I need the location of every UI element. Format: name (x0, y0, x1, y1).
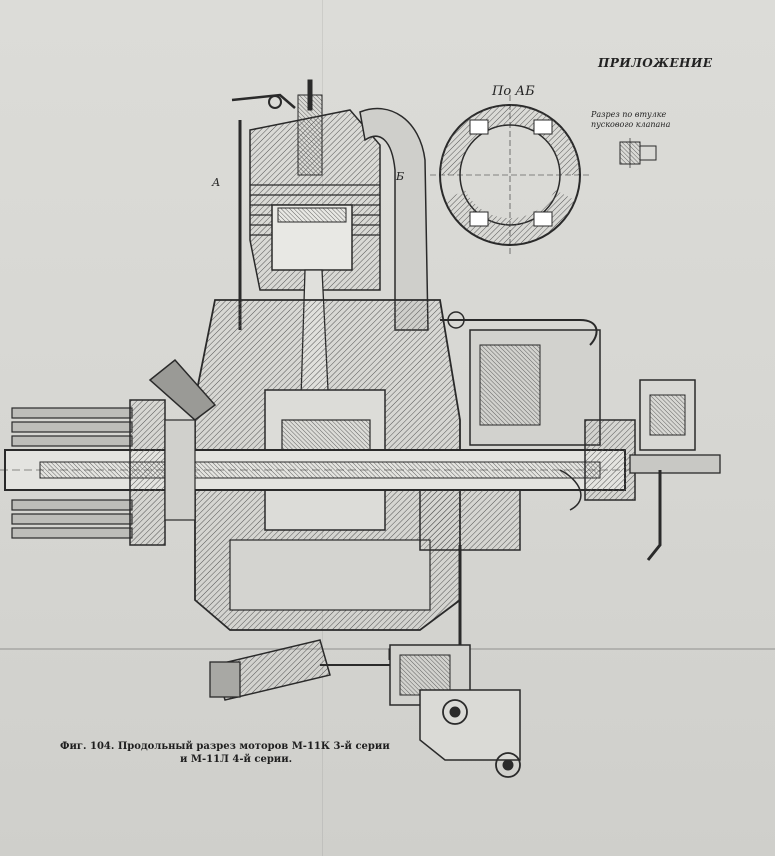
fold-line-horizontal (0, 648, 775, 650)
propeller-hub-bolts (11, 399, 196, 546)
section-mark-a: А (212, 176, 221, 189)
section-mark-b: Б (396, 170, 405, 183)
oil-pump-section (388, 489, 521, 778)
appendix-header: ПРИЛОЖЕНИЕ (598, 56, 713, 70)
section-title-ab: По АБ (492, 84, 535, 99)
caption-line-1: Фиг. 104. Продольный разрез моторов М-11… (60, 741, 390, 752)
front-plug (148, 358, 217, 421)
starter-section (209, 639, 390, 701)
intake-pipe (359, 107, 429, 331)
accessory-section (440, 311, 721, 561)
valve-sleeve-inset (619, 138, 657, 168)
figure-caption: Фиг. 104. Продольный разрез моторов М-11… (60, 740, 390, 766)
section-circle-ab (430, 95, 590, 255)
caption-line-2: и М-11Л 4-й серии. (180, 754, 293, 765)
valve-sleeve-note: Разрез по втулке пускового клапана (591, 110, 671, 129)
